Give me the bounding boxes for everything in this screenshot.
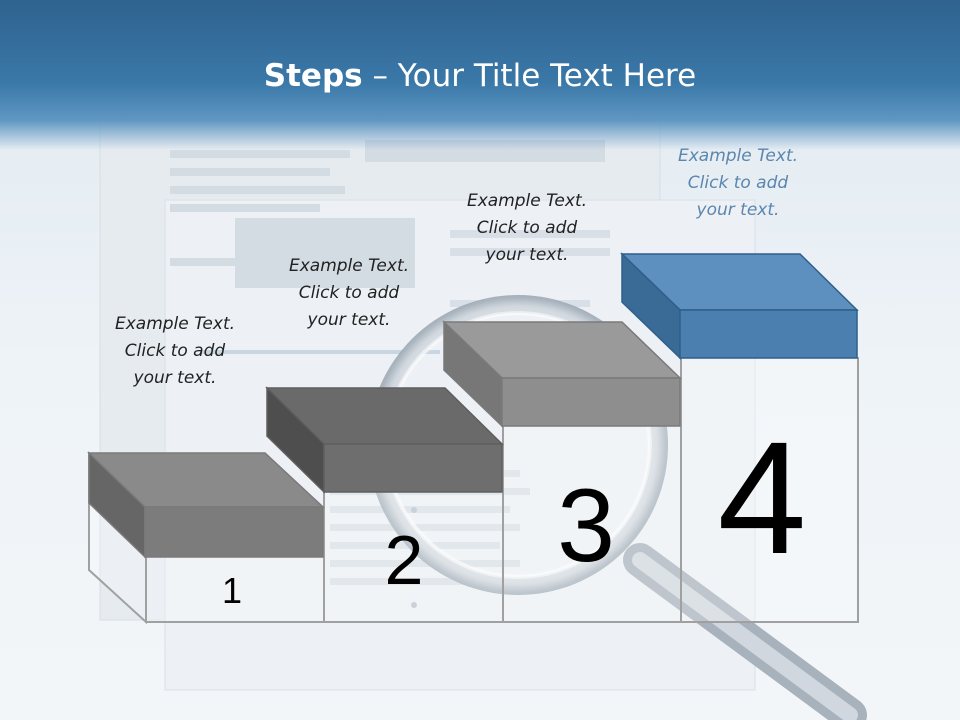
step-1-line-2: Click to add [124,341,226,361]
step-4-line-2: Click to add [687,173,789,193]
step-2-block[interactable] [265,386,504,494]
step-2-text[interactable]: Example Text. Click to add your text. [259,253,439,334]
step-3-block[interactable] [442,320,682,428]
step-3-line-2: Click to add [476,218,578,238]
title-bold: Steps [263,58,363,94]
step-4-text[interactable]: Example Text. Click to add your text. [648,143,828,224]
title-rest: – Your Title Text Here [362,58,697,94]
step-2-line-2: Click to add [298,283,400,303]
step-1-line-1: Example Text. [114,314,236,334]
step-2-line-1: Example Text. [288,256,410,276]
step-1-line-3: your text. [133,368,217,388]
step-4-line-1: Example Text. [677,146,799,166]
step-2-number: 2 [384,521,424,599]
title-bar [0,0,960,150]
step-3-number: 3 [557,468,615,584]
step-3-line-1: Example Text. [466,191,588,211]
step-4-block[interactable] [620,252,859,360]
step-4-column [680,357,859,623]
step-4-line-3: your text. [696,200,780,220]
step-1-text[interactable]: Example Text. Click to add your text. [85,311,265,392]
step-1-number: 1 [221,570,243,611]
step-3-text[interactable]: Example Text. Click to add your text. [437,188,617,269]
step-2-line-3: your text. [307,310,391,330]
step-4-number: 4 [717,408,807,587]
step-1-block[interactable] [87,451,325,559]
slide-title[interactable]: Steps – Your Title Text Here [0,56,960,96]
step-3-line-3: your text. [485,245,569,265]
